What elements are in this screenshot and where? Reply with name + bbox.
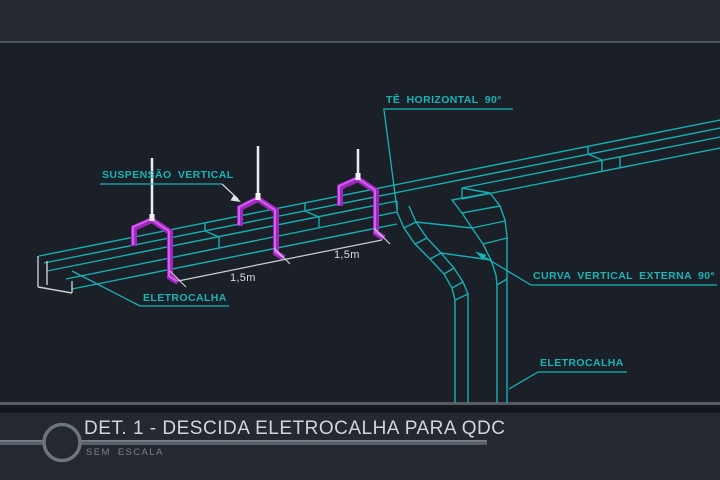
scale-note: SEM ESCALA: [86, 447, 164, 458]
hanger-rods: [150, 146, 360, 219]
detail-title: DET. 1 - DESCIDA ELETROCALHA PARA QDC: [84, 418, 506, 439]
hanger-brackets: [131, 175, 386, 285]
tee-and-vertical-curve: [396, 187, 508, 403]
bottom-border-line: [0, 402, 720, 405]
dimension-label-1: 1,5m: [230, 272, 256, 284]
cable-tray-run: [38, 119, 720, 290]
title-block-band: [0, 413, 720, 480]
callout-eletrocalha-left: ELETROCALHA: [143, 292, 227, 304]
title-block-graphics: [0, 422, 487, 463]
callout-eletrocalha-right: ELETROCALHA: [540, 357, 624, 369]
bottom-dark-strip: [0, 405, 720, 413]
top-border-line: [0, 41, 720, 43]
dimension-label-2: 1,5m: [334, 249, 360, 261]
top-margin-band: [0, 0, 720, 41]
dimension-lines: [169, 227, 391, 288]
callout-te-horizontal: TÊ HORIZONTAL 90°: [386, 94, 502, 106]
callout-curva-vertical-externa: CURVA VERTICAL EXTERNA 90°: [533, 270, 716, 282]
rod-nuts: [149, 173, 361, 221]
callout-leaders: [71, 108, 717, 390]
tray-end-cap: [37, 256, 73, 294]
leader-arrowhead: [230, 194, 241, 202]
callout-suspensao-vertical: SUSPENSÃO VERTICAL: [102, 169, 234, 181]
detail-bubble: [42, 422, 82, 463]
